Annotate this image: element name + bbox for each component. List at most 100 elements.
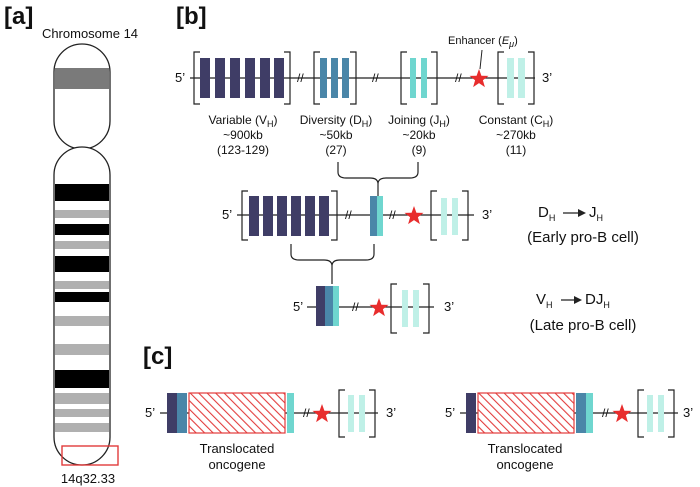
bracket-right — [369, 389, 376, 438]
bracket-right — [350, 51, 357, 105]
j-segment — [421, 58, 427, 98]
c-segment — [647, 395, 653, 432]
vdj-rearranged-locus: 5’ // 3’ — [293, 283, 454, 334]
oncogene-block — [188, 392, 286, 434]
dj-rearranged-locus: 5’ // // 3’ — [222, 190, 492, 241]
bracket-right — [462, 190, 469, 241]
q-band — [55, 281, 109, 289]
three-prime-label: 3’ — [386, 405, 396, 420]
d-segment — [370, 196, 377, 236]
v-segment — [274, 58, 284, 98]
v-segment — [245, 58, 255, 98]
v-segment — [316, 286, 325, 326]
chromosome-14 — [53, 43, 111, 466]
d-segment — [576, 393, 586, 433]
break-mark: // — [345, 208, 352, 222]
joining-count: (9) — [412, 143, 427, 157]
oncogene-label-2: oncogene — [208, 457, 265, 472]
translocation-1: 5’ // 3’ Translocated oncogene — [145, 389, 396, 472]
arrow-right-icon — [574, 296, 582, 304]
oncogene-label-1: Translocated — [200, 441, 275, 456]
five-prime-label: 5’ — [175, 70, 185, 85]
step-dj-stage: (Early pro-B cell) — [527, 229, 639, 246]
bracket-left — [338, 389, 345, 438]
q-band — [55, 393, 109, 404]
enhancer-star-icon — [469, 69, 489, 88]
bracket-right — [431, 51, 438, 105]
q-band — [55, 423, 109, 432]
c-segment — [359, 395, 365, 432]
enhancer-pointer — [479, 49, 483, 70]
arrow-right-icon — [578, 209, 586, 217]
three-prime-label: 3’ — [683, 405, 693, 420]
bracket-left — [637, 389, 644, 438]
three-prime-label: 3’ — [444, 299, 454, 314]
vdj-join-bracket — [290, 244, 375, 267]
oncogene-block — [477, 392, 575, 434]
step-vdj-label: VH DJH (Late pro-B cell) — [530, 291, 637, 334]
enhancer-star-icon — [369, 298, 389, 317]
variable-size: ~900kb — [223, 128, 263, 142]
five-prime-label: 5’ — [145, 405, 155, 420]
break-mark: // — [372, 71, 379, 85]
v-segment — [263, 196, 273, 236]
q-band — [55, 210, 109, 218]
v-segment — [260, 58, 270, 98]
bracket-right — [284, 51, 291, 105]
j-segment — [586, 393, 593, 433]
q-band — [55, 370, 109, 388]
break-mark: // — [389, 208, 396, 222]
c-segment — [507, 58, 514, 98]
panel-b-label: [b] — [176, 3, 207, 30]
variable-count: (123-129) — [217, 143, 269, 157]
c-segment — [658, 395, 664, 432]
q-band — [55, 224, 109, 235]
d-segment — [325, 286, 333, 326]
chromosome-band-label: 14q32.33 — [61, 471, 115, 486]
germline-locus: 5’ // // // Enhancer (Eμ) 3’ — [175, 35, 552, 105]
diversity-size: ~50kb — [319, 128, 352, 142]
p-arm-band — [55, 68, 109, 89]
bracket-left — [390, 283, 397, 334]
variable-label: Variable (VH) — [209, 113, 278, 129]
constant-size: ~270kb — [496, 128, 536, 142]
step-vdj-target: DJH — [585, 291, 610, 310]
oncogene-label-2: oncogene — [496, 457, 553, 472]
break-mark: // — [303, 406, 310, 420]
bracket-right — [528, 51, 535, 105]
c-segment — [402, 290, 408, 327]
bracket-left — [241, 190, 248, 241]
q-band — [55, 344, 109, 355]
c-segment — [518, 58, 525, 98]
v-segment — [200, 58, 210, 98]
step-dj-formula: DH — [538, 204, 555, 223]
enhancer-star-icon — [404, 206, 424, 225]
j-segment — [333, 286, 339, 326]
locus-highlight-box — [61, 445, 119, 466]
q-band — [55, 256, 109, 272]
v-segment — [291, 196, 301, 236]
j-segment — [287, 393, 294, 433]
d-segment — [331, 58, 338, 98]
panel-a-label: [a] — [4, 3, 33, 30]
panel-c-label: [c] — [143, 343, 172, 370]
d-segment — [342, 58, 349, 98]
c-segment — [348, 395, 354, 432]
bracket-left — [313, 51, 320, 105]
three-prime-label: 3’ — [542, 70, 552, 85]
segment-labels: Variable (VH) ~900kb (123-129) Diversity… — [209, 113, 554, 157]
q-band — [55, 184, 109, 201]
q-band — [55, 292, 109, 302]
v-segment — [305, 196, 315, 236]
constant-label: Constant (CH) — [479, 113, 554, 129]
joining-label: Joining (JH) — [388, 113, 450, 129]
five-prime-label: 5’ — [445, 405, 455, 420]
q-band — [55, 316, 109, 326]
constant-count: (11) — [506, 143, 526, 157]
break-mark: // — [297, 71, 304, 85]
bracket-left — [497, 51, 504, 105]
five-prime-label: 5’ — [293, 299, 303, 314]
d-segment — [320, 58, 327, 98]
bracket-left — [430, 190, 437, 241]
